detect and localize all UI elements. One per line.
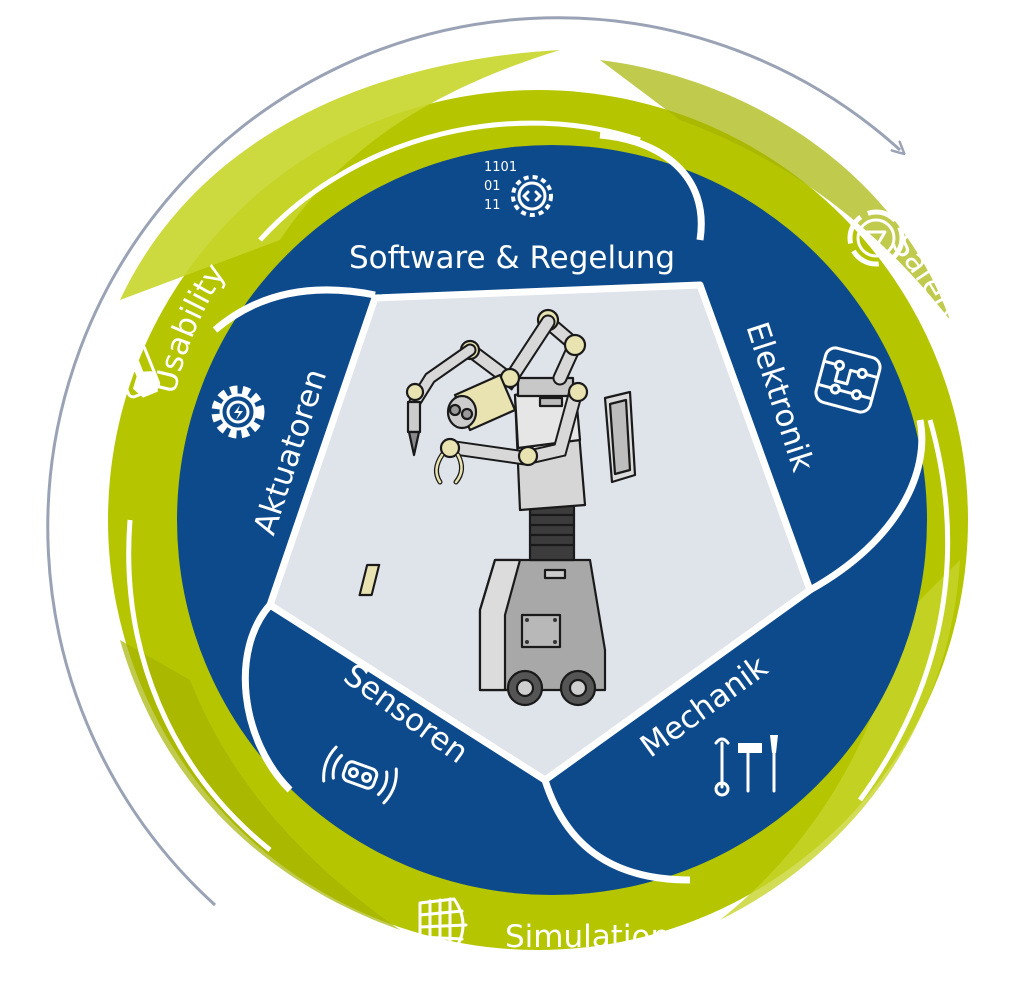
warning-triangle-icon xyxy=(847,209,905,267)
mesh-icon xyxy=(418,897,468,953)
cycle-arrow xyxy=(46,16,900,907)
label-simulation: Simulation xyxy=(505,919,670,955)
touch-hand-icon xyxy=(113,343,161,399)
svg-text:01: 01 xyxy=(484,179,501,194)
binary-gear-icon: 1101 01 11 xyxy=(484,160,553,217)
circuit-chip-icon xyxy=(814,346,882,414)
svg-text:11: 11 xyxy=(484,198,501,213)
sensor-waves-icon xyxy=(322,745,398,805)
label-software: Software & Regelung xyxy=(349,240,675,276)
tools-icon xyxy=(714,735,778,797)
robot-illustration xyxy=(358,308,637,707)
svg-text:1101: 1101 xyxy=(484,160,517,175)
lightning-gear-icon xyxy=(211,385,265,439)
